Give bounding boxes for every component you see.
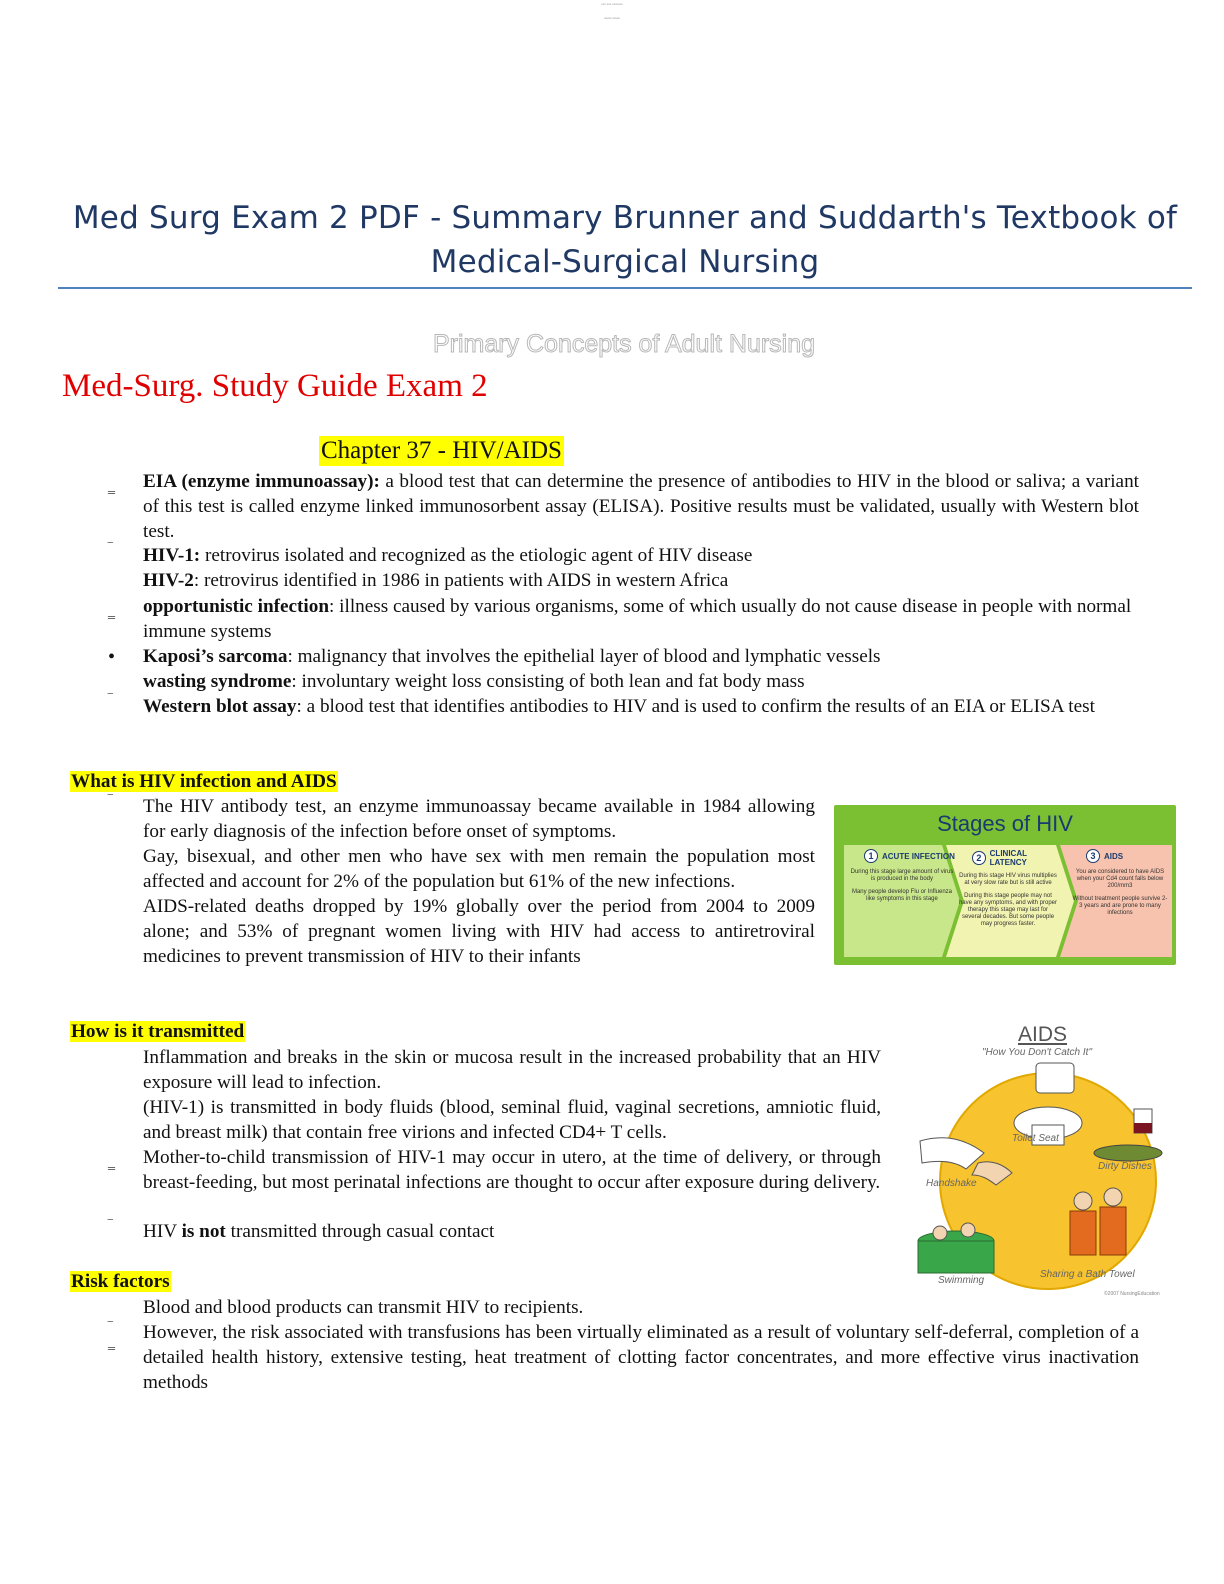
stage-label: ACUTE INFECTION — [882, 851, 955, 861]
term-eia: EIA (enzyme immunoassay): — [143, 471, 380, 492]
study-guide-title: Med-Surg. Study Guide Exam 2 — [62, 368, 488, 404]
section-transmitted-text-a: Inflammation and breaks in the skin or m… — [143, 1045, 881, 1145]
toilet-tank-icon — [1035, 1062, 1075, 1094]
bullet-macron-icon: ‾ — [108, 542, 113, 557]
document-subtitle: Primary Concepts of Adult Nursing — [432, 330, 816, 359]
bullet-dash-icon: ‗ — [108, 479, 115, 494]
term-hiv1: HIV-1: — [143, 545, 201, 566]
stage-3-arrow — [1060, 845, 1172, 957]
stage-2-arrow — [946, 845, 1074, 957]
bullet-double-dash-icon: ‾‗ — [108, 1321, 115, 1350]
stage-1: 1 ACUTE INFECTION During this stage large… — [844, 845, 960, 957]
bullet-macron-icon: ‾ — [108, 693, 113, 708]
paragraph: Gay, bisexual, and other men who have se… — [143, 846, 815, 892]
paragraph: Blood and blood products can transmit HI… — [143, 1297, 584, 1318]
label-toilet-seat: Toilet Seat — [1012, 1133, 1059, 1144]
stages-figure-title: Stages of HIV — [937, 811, 1073, 836]
paragraph: Mother-to-child transmission of HIV-1 ma… — [143, 1147, 881, 1193]
stage-description: Many people develop Flu or Influenza lik… — [851, 889, 953, 902]
term-kaposi: Kaposi’s sarcoma — [143, 646, 288, 667]
bullet-dash-icon: ‗ — [108, 604, 115, 619]
header-fineprint-1: xxx xxx xxxxxxx — [601, 2, 623, 6]
aids-figure-subtitle: "How You Don't Catch It" — [982, 1047, 1092, 1058]
term-hiv2: HIV-2 — [143, 570, 194, 591]
stage-description: During this stage large amount of virus … — [850, 869, 954, 882]
bullet-macron-icon: ‾ — [108, 1219, 113, 1234]
paragraph: HIV is not transmitted through casual co… — [143, 1221, 495, 1242]
handshake-icon — [919, 1137, 985, 1170]
document-title: Med Surg Exam 2 PDF - Summary Brunner an… — [60, 196, 1190, 284]
stage-number-badge: 3 — [1086, 849, 1100, 863]
document-title-line-1: Med Surg Exam 2 PDF - Summary Brunner an… — [72, 200, 1178, 236]
term-wasting: wasting syndrome — [143, 671, 292, 692]
stage-1-arrow — [844, 845, 960, 957]
chapter-title: Chapter 37 - HIV/AIDS — [319, 436, 564, 466]
paragraph: Inflammation and breaks in the skin or m… — [143, 1047, 881, 1093]
stage-description: During this stage HIV virus multiplies a… — [959, 873, 1057, 886]
stage-description: You are considered to have AIDS when you… — [1075, 869, 1165, 889]
stage-number-badge: 1 — [864, 849, 878, 863]
label-swimming: Swimming — [938, 1275, 985, 1286]
section-what-text: The HIV antibody test, an enzyme immunoa… — [143, 794, 815, 969]
stage-label: CLINICAL LATENCY — [989, 849, 1027, 867]
stage-description: Without treatment people survive 2-3 yea… — [1072, 896, 1168, 916]
stage-number-badge: 2 — [972, 851, 986, 865]
label-dirty-dishes: Dirty Dishes — [1098, 1161, 1152, 1172]
term-western-blot: Western blot assay — [143, 696, 297, 717]
bullet-dot-icon: • — [108, 646, 116, 668]
section-heading-transmitted: How is it transmitted — [70, 1021, 246, 1042]
paragraph: However, the risk associated with transf… — [143, 1322, 1139, 1393]
stage-label: AIDS — [1104, 851, 1124, 861]
label-sharing-bath-towel: Sharing a Bath Towel — [1040, 1269, 1135, 1280]
definition-kaposi: Kaposi’s sarcoma: malignancy that involv… — [143, 646, 881, 667]
definition-opportunistic: opportunistic infection: illness caused … — [143, 596, 1132, 642]
bath-towel-person-icon — [1069, 1210, 1097, 1256]
stages-arrow-graphic — [844, 845, 1172, 957]
dirty-dishes-icon — [1093, 1144, 1163, 1162]
bullet-macron-icon: ‾ — [108, 794, 113, 809]
document-title-line-2: Medical-Surgical Nursing — [430, 244, 820, 280]
figure-credit: ©2007 NursingEducation — [1104, 1291, 1160, 1297]
section-heading-what-is-hiv: What is HIV infection and AIDS — [70, 771, 338, 792]
label-handshake: Handshake — [926, 1178, 977, 1189]
aids-circle-illustration — [917, 1062, 1163, 1290]
definition-western-blot: Western blot assay: a blood test that id… — [143, 696, 1095, 717]
definition-hiv1: HIV-1: retrovirus isolated and recognize… — [143, 545, 753, 566]
stage-description: During this stage people may not have an… — [958, 893, 1058, 927]
paragraph: (HIV-1) is transmitted in body fluids (b… — [143, 1097, 881, 1143]
paragraph: AIDS-related deaths dropped by 19% globa… — [143, 896, 815, 967]
paragraph: The HIV antibody test, an enzyme immunoa… — [143, 796, 815, 842]
aids-how-you-dont-catch-it-figure: AIDS "How You Don't Catch It" Toilet Sea… — [908, 1023, 1178, 1303]
aids-figure-title: AIDS — [1018, 1023, 1068, 1046]
stage-3: 3 AIDS You are considered to have AIDS wh… — [1066, 845, 1174, 957]
header-fineprint-2: xxxxx xxxxx — [604, 16, 620, 20]
bullet-dash-icon: ‗ — [108, 1155, 115, 1170]
term-opportunistic: opportunistic infection — [143, 596, 330, 617]
section-heading-risk-factors: Risk factors — [70, 1271, 171, 1292]
title-divider — [58, 287, 1192, 289]
definition-wasting: wasting syndrome: involuntary weight los… — [143, 671, 805, 692]
definition-eia: EIA (enzyme immunoassay): a blood test t… — [143, 471, 1139, 542]
definition-hiv2: HIV-2: retrovirus identified in 1986 in … — [143, 570, 729, 591]
stages-of-hiv-figure: Stages of HIV 1 ACUTE INFECTION During th… — [834, 805, 1176, 965]
